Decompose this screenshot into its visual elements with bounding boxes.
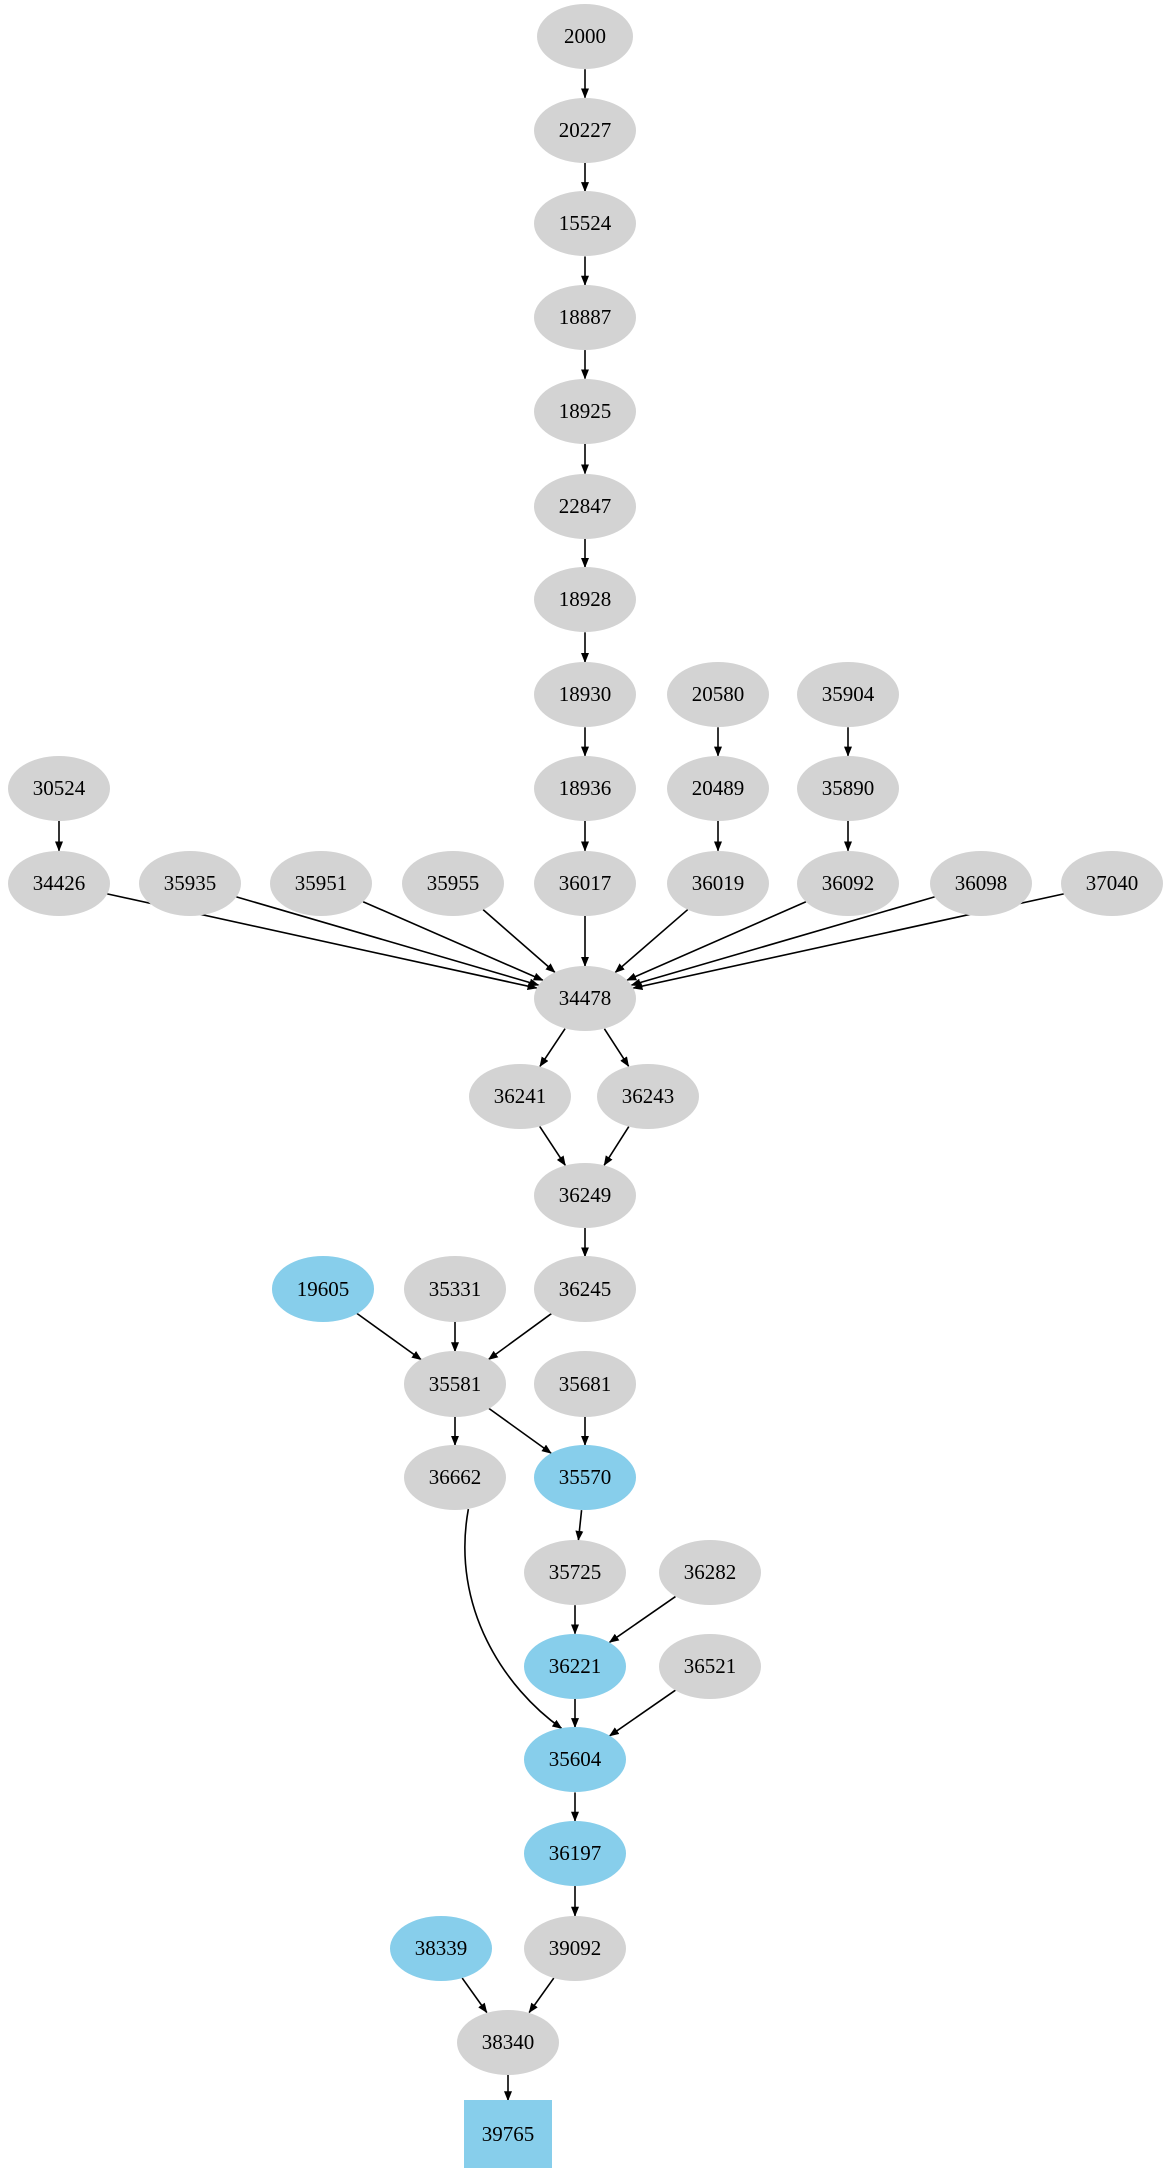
graph-node-label: 22847 [558,493,612,518]
graph-node-20580[interactable]: 20580 [667,662,769,728]
graph-node-35331[interactable]: 35331 [404,1256,506,1322]
graph-node-15524[interactable]: 15524 [534,191,636,257]
graph-node-label: 36241 [493,1083,547,1108]
graph-node-label: 35581 [428,1371,482,1396]
graph-node-label: 35955 [426,870,480,895]
graph-node-36243[interactable]: 36243 [597,1063,699,1129]
graph-node-36282[interactable]: 36282 [659,1540,761,1606]
graph-node-39092[interactable]: 39092 [524,1915,626,1982]
graph-node-label: 34426 [32,870,86,895]
graph-node-39765[interactable]: 39765 [464,2100,552,2169]
graph-node-label: 36019 [691,870,745,895]
graph-node-18925[interactable]: 18925 [534,378,636,444]
graph-node-label: 20580 [691,682,745,707]
graph-node-label: 30524 [32,775,86,800]
graph-node-label: 18928 [558,587,612,612]
graph-node-36521[interactable]: 36521 [659,1633,761,1699]
graph-node-34426[interactable]: 34426 [8,850,110,916]
graph-node-label: 35331 [428,1276,482,1301]
graph-node-label: 36197 [548,1840,602,1865]
graph-node-36092[interactable]: 36092 [797,850,899,916]
graph-node-label: 2000 [564,24,606,49]
graph-node-38339[interactable]: 38339 [390,1915,492,1982]
graph-node-20489[interactable]: 20489 [667,755,769,821]
graph-node-36017[interactable]: 36017 [534,850,636,916]
graph-node-label: 35935 [163,870,217,895]
graph-node-label: 36282 [683,1560,737,1585]
graph-node-label: 34478 [558,986,612,1011]
graph-node-label: 38340 [481,2029,535,2054]
graph-node-label: 36092 [821,870,875,895]
graph-node-label: 36221 [548,1653,602,1678]
graph-node-label: 36098 [954,870,1008,895]
graph-node-36249[interactable]: 36249 [534,1162,636,1228]
graph-node-label: 39765 [481,2121,535,2146]
graph-node-label: 18925 [558,398,612,423]
graph-node-36662[interactable]: 36662 [404,1445,506,1511]
graph-node-35890[interactable]: 35890 [797,755,899,821]
graph-node-35604[interactable]: 35604 [524,1727,626,1793]
graph-node-30524[interactable]: 30524 [8,755,110,821]
graph-node-label: 36243 [621,1083,675,1108]
graph-node-19605[interactable]: 19605 [272,1256,374,1322]
graph-node-label: 37040 [1085,870,1139,895]
graph-node-22847[interactable]: 22847 [534,473,636,539]
graph-node-label: 35890 [821,775,875,800]
graph-node-35935[interactable]: 35935 [139,850,241,916]
graph-node-label: 38339 [414,1935,468,1960]
graph-node-label: 35570 [558,1465,612,1490]
graph-node-label: 19605 [296,1276,350,1301]
graph-node-35570[interactable]: 35570 [534,1445,636,1511]
graph-node-38340[interactable]: 38340 [457,2009,559,2075]
graph-node-label: 18936 [558,775,612,800]
graph-node-label: 36245 [558,1276,612,1301]
graph-node-35951[interactable]: 35951 [270,850,372,916]
graph-node-label: 20227 [558,117,612,142]
graph-node-label: 18930 [558,682,612,707]
graph-node-label: 35904 [821,682,875,707]
graph-node-label: 15524 [558,211,612,236]
graph-node-36098[interactable]: 36098 [930,850,1032,916]
graph-node-label: 39092 [548,1935,602,1960]
graph-node-35955[interactable]: 35955 [402,850,504,916]
graph-node-label: 20489 [691,775,745,800]
graph-node-36241[interactable]: 36241 [469,1063,571,1129]
graph-node-18930[interactable]: 18930 [534,662,636,728]
graph-node-35904[interactable]: 35904 [797,662,899,728]
graph-node-35725[interactable]: 35725 [524,1540,626,1606]
graph-node-2000[interactable]: 2000 [537,4,633,70]
graph-node-18936[interactable]: 18936 [534,755,636,821]
graph-node-36019[interactable]: 36019 [667,850,769,916]
graph-node-label: 35604 [548,1747,602,1772]
graph-node-35681[interactable]: 35681 [534,1351,636,1417]
graph-node-36245[interactable]: 36245 [534,1256,636,1322]
graph-node-label: 35725 [548,1560,602,1585]
graph-node-35581[interactable]: 35581 [404,1351,506,1417]
graph-node-label: 18887 [558,305,612,329]
graph-node-18928[interactable]: 18928 [534,567,636,633]
graph-node-20227[interactable]: 20227 [534,97,636,163]
graph-node-36197[interactable]: 36197 [524,1820,626,1887]
graph-node-34478[interactable]: 34478 [534,966,636,1032]
graph-node-37040[interactable]: 37040 [1061,850,1163,916]
graph-node-label: 36521 [683,1653,737,1678]
graph-node-label: 36662 [428,1465,482,1490]
graph-node-label: 35951 [294,870,348,895]
graph-node-label: 36249 [558,1182,612,1207]
graph-node-label: 36017 [558,870,612,895]
graph-node-36221[interactable]: 36221 [524,1633,626,1699]
graph-node-label: 35681 [558,1371,612,1396]
graph-node-18887[interactable]: 18887 [534,284,636,351]
